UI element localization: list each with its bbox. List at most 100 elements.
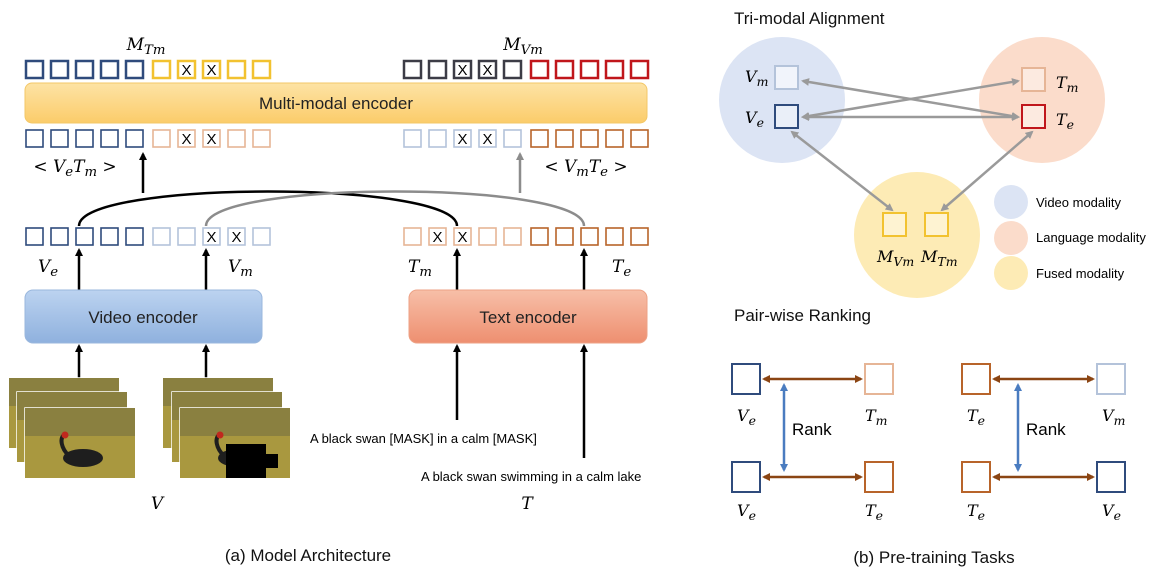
mtm-masked-token (151, 59, 172, 80)
rank-left-bottom-left-box (731, 461, 761, 493)
mvm-text-token (554, 59, 575, 80)
fused-te-token (555, 129, 574, 148)
video-frame-stacks (8, 377, 291, 479)
video-frame-swan-body (63, 449, 103, 467)
trimodal-title: Tri-modal Alignment (734, 9, 885, 28)
rank-left-bottom-right-box (864, 461, 894, 493)
mask-mark: X (206, 229, 216, 246)
rank-left-top-right-label: Tm (865, 406, 888, 428)
ve-token (25, 227, 44, 246)
vete-pair-label: < VeTm > (33, 157, 116, 180)
rank-right-top-left-box (961, 363, 991, 395)
mtm-masked-token (201, 59, 222, 80)
legend-video-swatch (994, 185, 1028, 219)
multimodal-encoder-label: Multi-modal encoder (259, 94, 413, 113)
rank-left-bottom-right-label: Te (865, 501, 883, 523)
video-modality-circle (719, 37, 845, 163)
te-node (1021, 104, 1046, 129)
ranking-title: Pair-wise Ranking (734, 306, 871, 325)
fused-modality-circle (854, 172, 980, 298)
fused-ve-token (50, 129, 69, 148)
rank-left-bottom-left-label: Ve (737, 501, 756, 523)
modality-legend: Video modality Language modality Fused m… (994, 185, 1146, 290)
text-symbol: T (521, 494, 534, 514)
te-node-label: Te (1056, 110, 1074, 132)
masked-video-frame-swan-beak (216, 431, 224, 439)
fused-vm-token (503, 129, 522, 148)
fused-vm-token (428, 129, 447, 148)
ve-token (100, 227, 119, 246)
fused-te-token (530, 129, 549, 148)
fused-ve-token (75, 129, 94, 148)
ve-token (50, 227, 69, 246)
mvm-masked-token (452, 59, 473, 80)
te-token-label: Te (612, 257, 631, 280)
vm-token (152, 227, 171, 246)
fused-vm-token (403, 129, 422, 148)
mvm-text-token (629, 59, 650, 80)
mtm-node (924, 212, 949, 237)
mvm-text-token (529, 59, 550, 80)
te-token (630, 227, 649, 246)
vm-node (774, 65, 799, 90)
ve-mvm-align-arrow (790, 130, 894, 212)
fused-tm-token (177, 129, 196, 148)
video-frame-swan-beak (61, 431, 69, 439)
legend-fused-swatch (994, 256, 1028, 290)
mask-mark: X (231, 229, 241, 246)
legend-video-label: Video modality (1036, 195, 1122, 210)
fused-tm-token (227, 129, 246, 148)
rank-left-top-left-box (731, 363, 761, 395)
mvm-text-token (604, 59, 625, 80)
vm-node-label: Vm (745, 67, 768, 89)
legend-fused-label: Fused modality (1036, 266, 1125, 281)
fused-ve-token (100, 129, 119, 148)
mtm-video-token (124, 59, 145, 80)
mtm-masked-token (176, 59, 197, 80)
language-modality-circle (979, 37, 1105, 163)
fused-tm-token (252, 129, 271, 148)
fused-te-token (630, 129, 649, 148)
ve-node-label: Ve (745, 108, 764, 130)
mask-mark: X (206, 131, 216, 148)
fused-tm-token (152, 129, 171, 148)
fused-ve-token (25, 129, 44, 148)
rank-right-top-right-label: Vm (1102, 406, 1125, 428)
mtm-top-label: MTm (126, 35, 166, 58)
mtm-video-token (99, 59, 120, 80)
caption-a: (a) Model Architecture (225, 546, 391, 565)
mvm-masked-token (477, 59, 498, 80)
video-encoder-label: Video encoder (88, 308, 198, 327)
rank-right-top-right-box (1096, 363, 1126, 395)
mask-mark: X (457, 229, 467, 246)
tm-node (1021, 67, 1046, 92)
mvm-masked-token (427, 59, 448, 80)
video-symbol: V (151, 494, 165, 514)
ve-token-label: Ve (38, 257, 58, 280)
vmte-pair-label: < VmTe > (544, 157, 627, 180)
vm-token (252, 227, 271, 246)
ve-token (75, 227, 94, 246)
mtm-video-token (24, 59, 45, 80)
multimodal-encoder-box (24, 82, 648, 124)
fused-ve-token (125, 129, 144, 148)
video-encoder-box (24, 289, 263, 344)
masked-video-frame-mask-patch-2 (254, 454, 278, 468)
caption-b: (b) Pre-training Tasks (853, 548, 1014, 567)
mask-mark: X (181, 131, 191, 148)
mask-mark: X (482, 131, 492, 148)
ve-node (774, 104, 799, 129)
mtm-masked-token (226, 59, 247, 80)
rank-left-top-left-label: Ve (737, 406, 756, 428)
mask-mark: X (457, 62, 467, 79)
vm-token (227, 227, 246, 246)
mask-mark: X (181, 62, 191, 79)
video-frame-grass (25, 408, 135, 436)
rank-right-bottom-right-box (1096, 461, 1126, 493)
fused-vm-token (478, 129, 497, 148)
mvm-top-label: MVm (502, 35, 543, 58)
ve-token (125, 227, 144, 246)
mvm-node-label: MVm (876, 247, 914, 269)
vm-token (202, 227, 221, 246)
